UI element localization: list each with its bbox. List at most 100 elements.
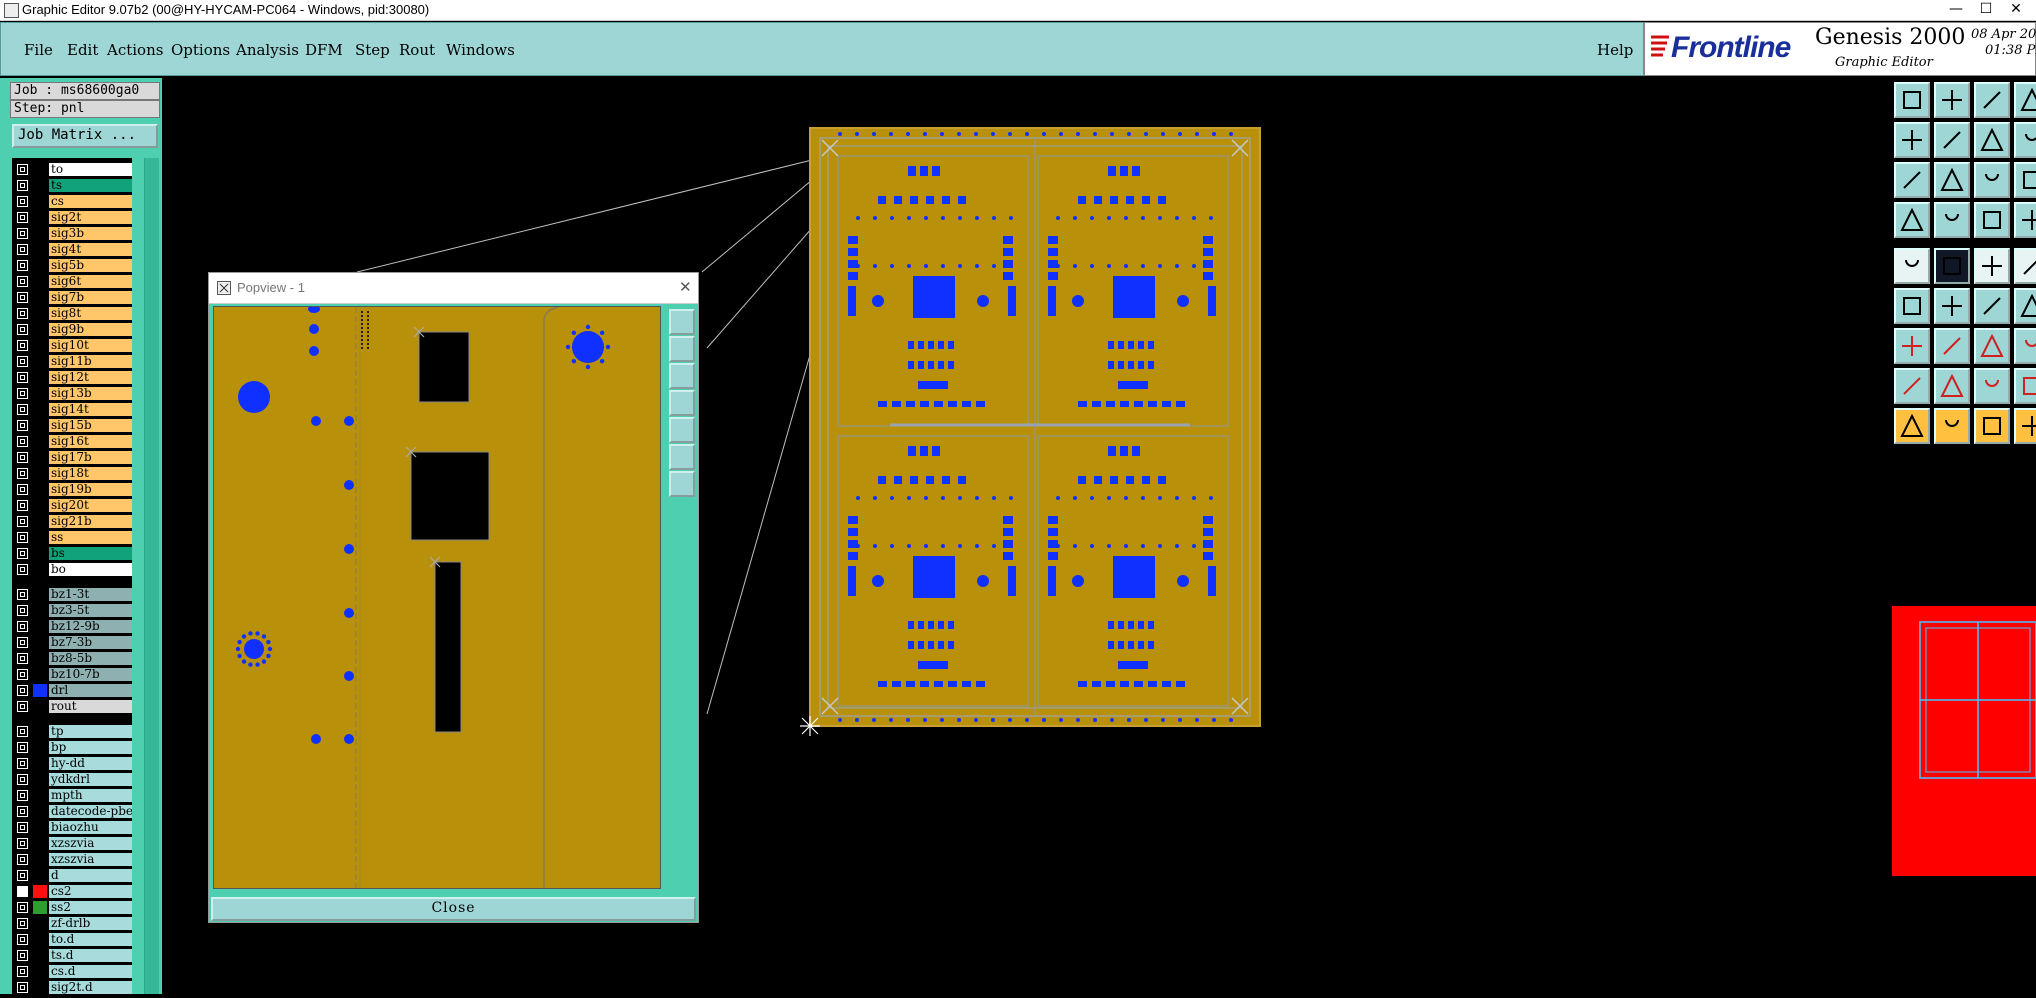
layer-row[interactable]: sig20t (12, 498, 132, 513)
layer-checkbox[interactable] (17, 244, 28, 255)
layer-name[interactable]: ts (49, 179, 132, 192)
layer-checkbox[interactable] (17, 589, 28, 600)
layer-name[interactable]: bz1-3t (49, 588, 132, 601)
layer-checkbox[interactable] (17, 532, 28, 543)
menu-actions[interactable]: Actions (107, 41, 164, 59)
layer-row[interactable]: sig16t (12, 434, 132, 449)
layer-checkbox[interactable] (17, 854, 28, 865)
layer-checkbox[interactable] (17, 276, 28, 287)
popview-zoom-home-button[interactable] (669, 309, 695, 335)
layer-name[interactable]: sig8t (49, 307, 132, 320)
layer-name[interactable]: drl (49, 684, 132, 697)
layer-row[interactable]: ts.d (12, 948, 132, 963)
menu-step[interactable]: Step (355, 41, 390, 59)
layer-row[interactable]: sig19b (12, 482, 132, 497)
layer-row[interactable]: datecode-pbe (12, 804, 132, 819)
layer-name[interactable]: to.d (49, 933, 132, 946)
layer-checkbox[interactable] (17, 260, 28, 271)
layer-name[interactable]: sig19b (49, 483, 132, 496)
layer-row[interactable]: xzszvia (12, 852, 132, 867)
layer-name[interactable]: sig18t (49, 467, 132, 480)
layer-row[interactable]: sig7b (12, 290, 132, 305)
popview-board-zoom[interactable] (213, 306, 661, 889)
layer-row[interactable]: bo (12, 562, 132, 577)
menu-analysis[interactable]: Analysis (236, 41, 299, 59)
layer-row[interactable]: sig5b (12, 258, 132, 273)
layer-row[interactable]: sig2t (12, 210, 132, 225)
layer-name[interactable]: mpth (49, 789, 132, 802)
layer-checkbox[interactable] (17, 950, 28, 961)
layer-checkbox[interactable] (17, 196, 28, 207)
tool-button[interactable] (1974, 408, 2010, 444)
layer-name[interactable]: bo (49, 563, 132, 576)
layer-checkbox[interactable] (17, 356, 28, 367)
layer-row[interactable]: sig13b (12, 386, 132, 401)
layer-name[interactable]: bz7-3b (49, 636, 132, 649)
layer-row[interactable]: cs.d (12, 964, 132, 979)
layer-checkbox[interactable] (17, 838, 28, 849)
tool-button[interactable] (2014, 288, 2036, 324)
layer-row[interactable]: to (12, 162, 132, 177)
layer-checkbox[interactable] (17, 806, 28, 817)
layer-checkbox[interactable] (17, 564, 28, 575)
layer-checkbox[interactable] (17, 934, 28, 945)
layer-checkbox[interactable] (17, 685, 28, 696)
layer-name[interactable]: sig11b (49, 355, 132, 368)
layer-row[interactable]: sig2t.d (12, 980, 132, 994)
layer-name[interactable]: ss2 (49, 901, 132, 914)
tool-button[interactable] (1934, 288, 1970, 324)
layer-checkbox[interactable] (17, 886, 28, 897)
popview-center-button[interactable] (669, 471, 695, 497)
popview-pan-right-button[interactable] (669, 417, 695, 443)
popview-close-icon[interactable]: ✕ (679, 278, 692, 296)
tool-button[interactable] (1974, 162, 2010, 198)
layer-name[interactable]: sig2t (49, 211, 132, 224)
layer-name[interactable]: cs2 (49, 885, 132, 898)
minimize-button[interactable]: — (1949, 1, 1963, 17)
layer-checkbox[interactable] (17, 822, 28, 833)
layer-checkbox[interactable] (17, 870, 28, 881)
layer-checkbox[interactable] (17, 548, 28, 559)
popview-fit-button[interactable] (669, 444, 695, 470)
layer-row[interactable]: sig10t (12, 338, 132, 353)
tool-button[interactable] (2014, 328, 2036, 364)
layer-row[interactable]: ts (12, 178, 132, 193)
layer-name[interactable]: sig10t (49, 339, 132, 352)
layer-name[interactable]: sig16t (49, 435, 132, 448)
layer-row[interactable]: bz12-9b (12, 619, 132, 634)
layer-name[interactable]: sig6t (49, 275, 132, 288)
layer-name[interactable]: biaozhu (49, 821, 132, 834)
layer-list-scrollbar[interactable] (144, 158, 159, 994)
popview-zoom-out-button[interactable] (669, 363, 695, 389)
layer-name[interactable]: bz12-9b (49, 620, 132, 633)
layer-row[interactable]: bz1-3t (12, 587, 132, 602)
layer-name[interactable]: ydkdrl (49, 773, 132, 786)
tool-button[interactable] (1934, 408, 1970, 444)
layer-checkbox[interactable] (17, 774, 28, 785)
layer-name[interactable]: bs (49, 547, 132, 560)
maximize-button[interactable]: ☐ (1979, 1, 1993, 17)
layer-name[interactable]: sig5b (49, 259, 132, 272)
tool-button[interactable] (1974, 82, 2010, 118)
layer-checkbox[interactable] (17, 902, 28, 913)
layer-name[interactable]: bz3-5t (49, 604, 132, 617)
layer-row[interactable]: zf-drlb (12, 916, 132, 931)
layer-row[interactable]: sig17b (12, 450, 132, 465)
tool-button[interactable] (1894, 162, 1930, 198)
layer-row[interactable]: ydkdrl (12, 772, 132, 787)
layer-checkbox[interactable] (17, 637, 28, 648)
layer-row[interactable]: bz10-7b (12, 667, 132, 682)
layer-name[interactable]: to (49, 163, 132, 176)
popview-zoom-in-button[interactable] (669, 336, 695, 362)
layer-name[interactable]: bp (49, 741, 132, 754)
layer-name[interactable]: rout (49, 700, 132, 713)
tool-button[interactable] (2014, 248, 2036, 284)
tool-button[interactable] (1974, 288, 2010, 324)
tool-button[interactable] (1934, 122, 1970, 158)
layer-row[interactable]: hy-dd (12, 756, 132, 771)
tool-button[interactable] (2014, 122, 2036, 158)
layer-row[interactable]: sig12t (12, 370, 132, 385)
menu-help[interactable]: Help (1597, 41, 1634, 59)
layer-checkbox[interactable] (17, 500, 28, 511)
layer-checkbox[interactable] (17, 605, 28, 616)
